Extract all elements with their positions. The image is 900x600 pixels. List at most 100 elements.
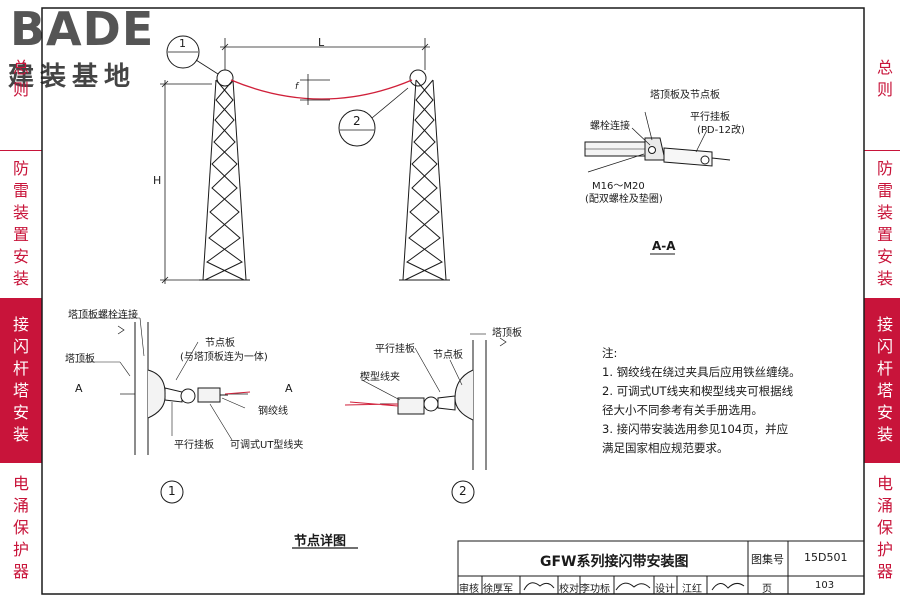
tab-char: 总 [876, 58, 893, 77]
d1-node-note: (与塔顶板连为一体) [180, 352, 268, 363]
left-tab-3[interactable]: 接闪杆塔安装 [0, 298, 42, 462]
tab-char: 电 [12, 474, 29, 493]
designer-signature [711, 582, 745, 591]
right-tab-2[interactable]: 防雷装置安装 [864, 150, 900, 298]
aa-bolt-note: (配双螺栓及垫圈) [585, 194, 663, 205]
left-tab-2[interactable]: 防雷装置安装 [0, 150, 42, 298]
check-label: 校对 [559, 584, 579, 595]
notes-heading: 注: [602, 346, 618, 360]
tab-char: 保 [12, 518, 29, 537]
detail-1-strand [224, 391, 251, 395]
tab-char: 防 [876, 159, 893, 178]
tower-left [199, 79, 250, 281]
right-tab-divider [864, 298, 900, 299]
design-name: 江红 [682, 584, 702, 595]
section-aa-drawing [584, 111, 731, 255]
tab-char: 雷 [876, 181, 893, 200]
note-line: 满足国家相应规范要求。 [602, 441, 729, 455]
right-tab-4[interactable]: 电涌保护器 [864, 462, 900, 594]
dim-span [220, 38, 430, 70]
right-tab-divider [864, 462, 900, 463]
left-tab-divider [0, 150, 42, 151]
checker-signature [615, 582, 651, 591]
brand-subtitle: 建装基地 [8, 62, 137, 92]
detail-caption: 节点详图 [294, 534, 347, 549]
note-line: 径大小不同参考有关手册选用。 [602, 403, 763, 417]
tab-char: 电 [876, 474, 893, 493]
tab-char: 接 [12, 315, 29, 334]
tab-char: 装 [876, 269, 893, 288]
dim-span-label: L [318, 36, 325, 49]
tower-right [399, 79, 450, 281]
atlas-number: 15D501 [804, 551, 848, 564]
d2-parallel-label: 平行挂板 [375, 344, 415, 355]
check-name: 李功标 [580, 584, 610, 595]
atlas-label: 图集号 [751, 553, 784, 566]
tab-char: 安 [12, 403, 29, 422]
drawing-frame [41, 7, 865, 595]
lightning-strand-wire [230, 79, 413, 100]
note-line: 2. 可调式UT线夹和楔型线夹可根据线 [602, 384, 794, 398]
aa-top-plate-label: 塔顶板及节点板 [650, 90, 720, 101]
title-block-grid [457, 540, 865, 595]
tab-char: 接 [876, 315, 893, 334]
tab-char: 护 [12, 540, 29, 559]
aa-plate-code: (PD-12改) [697, 125, 745, 136]
page-label: 页 [762, 584, 772, 595]
d2-wedge-label: 楔型线夹 [360, 372, 400, 383]
dim-sag [300, 74, 330, 105]
callout-2-number: 2 [353, 114, 361, 128]
design-label: 设计 [655, 584, 675, 595]
tab-char: 装 [12, 203, 29, 222]
tab-char: 雷 [12, 181, 29, 200]
d1-section-a-right: A [285, 382, 293, 395]
d2-number: 2 [459, 484, 467, 498]
callout-circle-2 [338, 109, 376, 147]
tab-char: 置 [12, 225, 29, 244]
brand-logo: BADE [10, 2, 155, 56]
d2-node-plate-label: 节点板 [433, 350, 463, 361]
tab-char: 置 [876, 225, 893, 244]
aa-section-title: A-A [652, 239, 676, 253]
tab-char: 装 [876, 425, 893, 444]
d1-node-plate-label: 节点板 [205, 338, 235, 349]
note-line: 3. 接闪带安装选用参见104页，并应 [602, 422, 789, 436]
callout-1-number: 1 [179, 37, 186, 50]
aa-plate-label: 平行挂板 [690, 112, 730, 123]
tab-char: 塔 [12, 381, 29, 400]
detail-2-strand [344, 401, 399, 407]
tab-char: 器 [12, 562, 29, 581]
right-tab-1[interactable]: 总则 [864, 8, 900, 150]
tab-char: 装 [876, 203, 893, 222]
tab-char: 则 [876, 80, 893, 99]
notes-block: 注: 1. 钢绞线在绕过夹具后应用铁丝缠绕。 2. 可调式UT线夹和楔型线夹可根… [602, 344, 801, 458]
reviewer-signature [523, 582, 555, 591]
tower-right-top-node [409, 69, 427, 87]
tab-char: 闪 [876, 337, 893, 356]
tab-char: 保 [876, 518, 893, 537]
aa-bolt-size: M16～M20 [592, 181, 645, 192]
detail-1-drawing [75, 317, 248, 504]
tab-char: 安 [876, 247, 893, 266]
tab-char: 器 [876, 562, 893, 581]
tower-left-top-node [216, 69, 234, 87]
dim-height-label: H [153, 174, 162, 187]
d1-section-a-left: A [75, 382, 83, 395]
dim-height [160, 80, 212, 284]
tab-char: 安 [12, 247, 29, 266]
right-tab-3[interactable]: 接闪杆塔安装 [864, 298, 900, 462]
tab-char: 防 [12, 159, 29, 178]
review-label: 审核 [459, 584, 479, 595]
tab-char: 涌 [12, 496, 29, 515]
page-number: 103 [815, 580, 835, 591]
left-tab-1[interactable]: 总则 [0, 8, 42, 150]
tab-char: 装 [12, 269, 29, 288]
d1-top-plate-label: 塔顶板 [65, 354, 95, 365]
left-tab-4[interactable]: 电涌保护器 [0, 462, 42, 594]
d1-number: 1 [168, 484, 176, 498]
d1-parallel-label: 平行挂板 [174, 440, 214, 451]
left-tab-divider [0, 462, 42, 463]
right-tab-divider [864, 150, 900, 151]
tab-char: 安 [876, 403, 893, 422]
